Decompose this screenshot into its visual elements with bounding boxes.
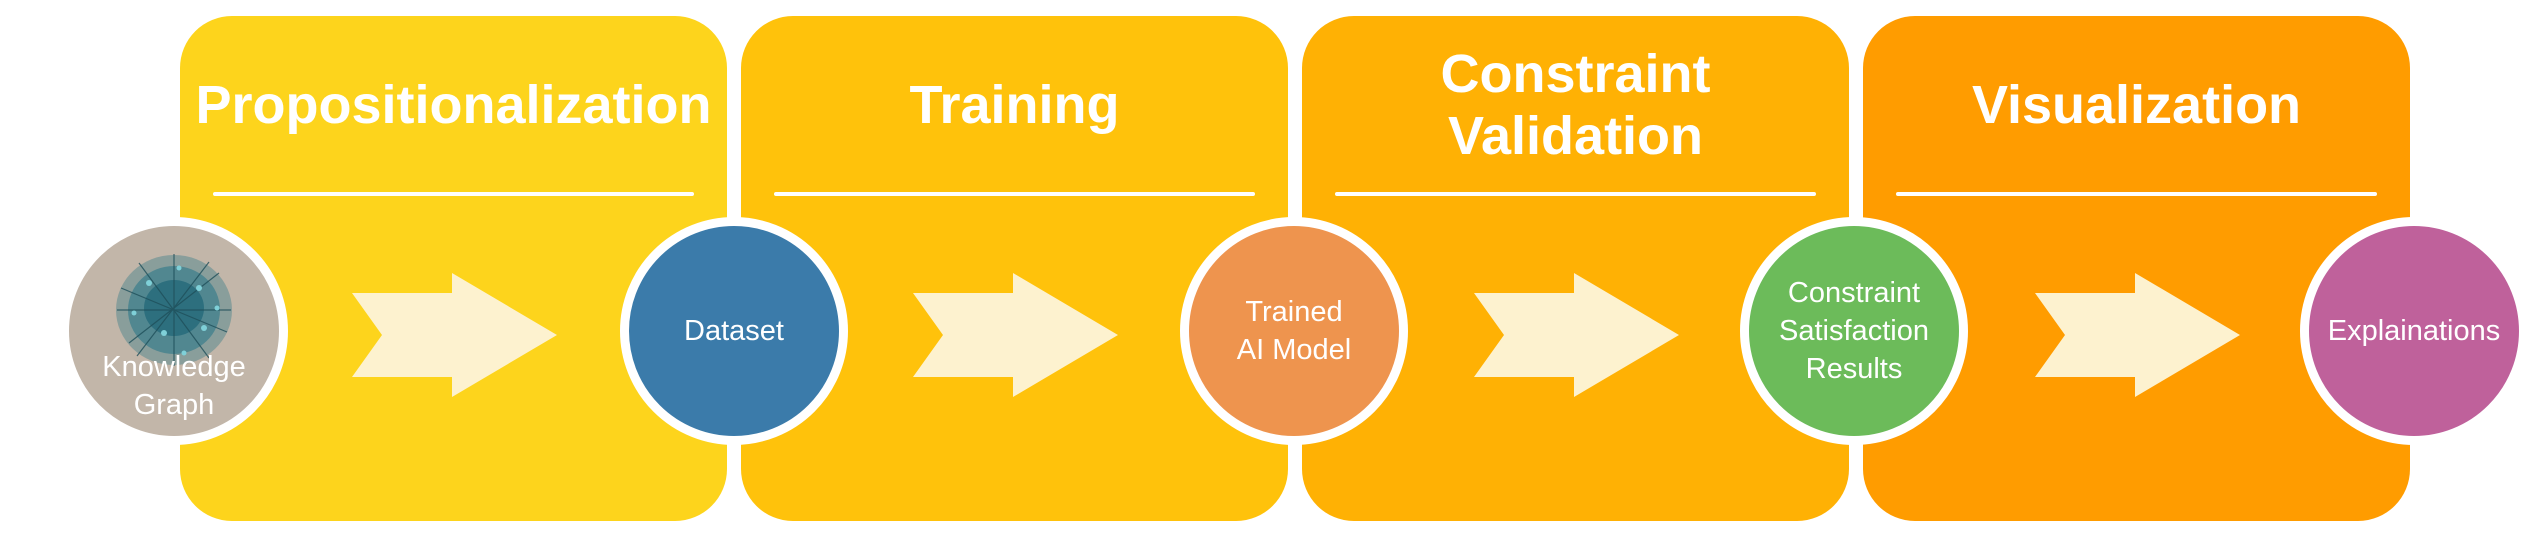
flow-arrow-icon [352, 273, 557, 397]
phase-title: Visualization [1971, 75, 2302, 135]
node-label: Explainations [2327, 315, 2501, 347]
phase-title: Propositionalization [195, 75, 712, 135]
node-label: Constraint Satisfaction Results [1779, 277, 1929, 385]
phase-divider [213, 192, 694, 196]
phase-title: Constraint Validation [1440, 44, 1711, 166]
phase-propositionalization: Propositionalization [180, 16, 727, 521]
phase-divider [1896, 192, 2377, 196]
node-label: Dataset [684, 315, 784, 347]
phase-title: Training [909, 75, 1120, 135]
phase-constraint-validation: Constraint Validation [1302, 16, 1849, 521]
phase-training: Training [741, 16, 1288, 521]
phase-divider [774, 192, 1255, 196]
node-dataset: Dataset [620, 217, 848, 445]
node-trained-ai-model: Trained AI Model [1180, 217, 1408, 445]
node-label: Trained AI Model [1236, 296, 1352, 366]
flow-arrow-icon [913, 273, 1118, 397]
flow-arrow-icon [2035, 273, 2240, 397]
node-knowledge-graph: Knowledge Graph [60, 217, 288, 445]
knowledge-graph-icon [116, 254, 232, 366]
flow-arrow-icon [1474, 273, 1679, 397]
node-constraint-satisfaction-results: Constraint Satisfaction Results [1740, 217, 1968, 445]
node-explainations: Explainations [2300, 217, 2528, 445]
node-label: Knowledge Graph [102, 351, 246, 421]
phase-divider [1335, 192, 1816, 196]
